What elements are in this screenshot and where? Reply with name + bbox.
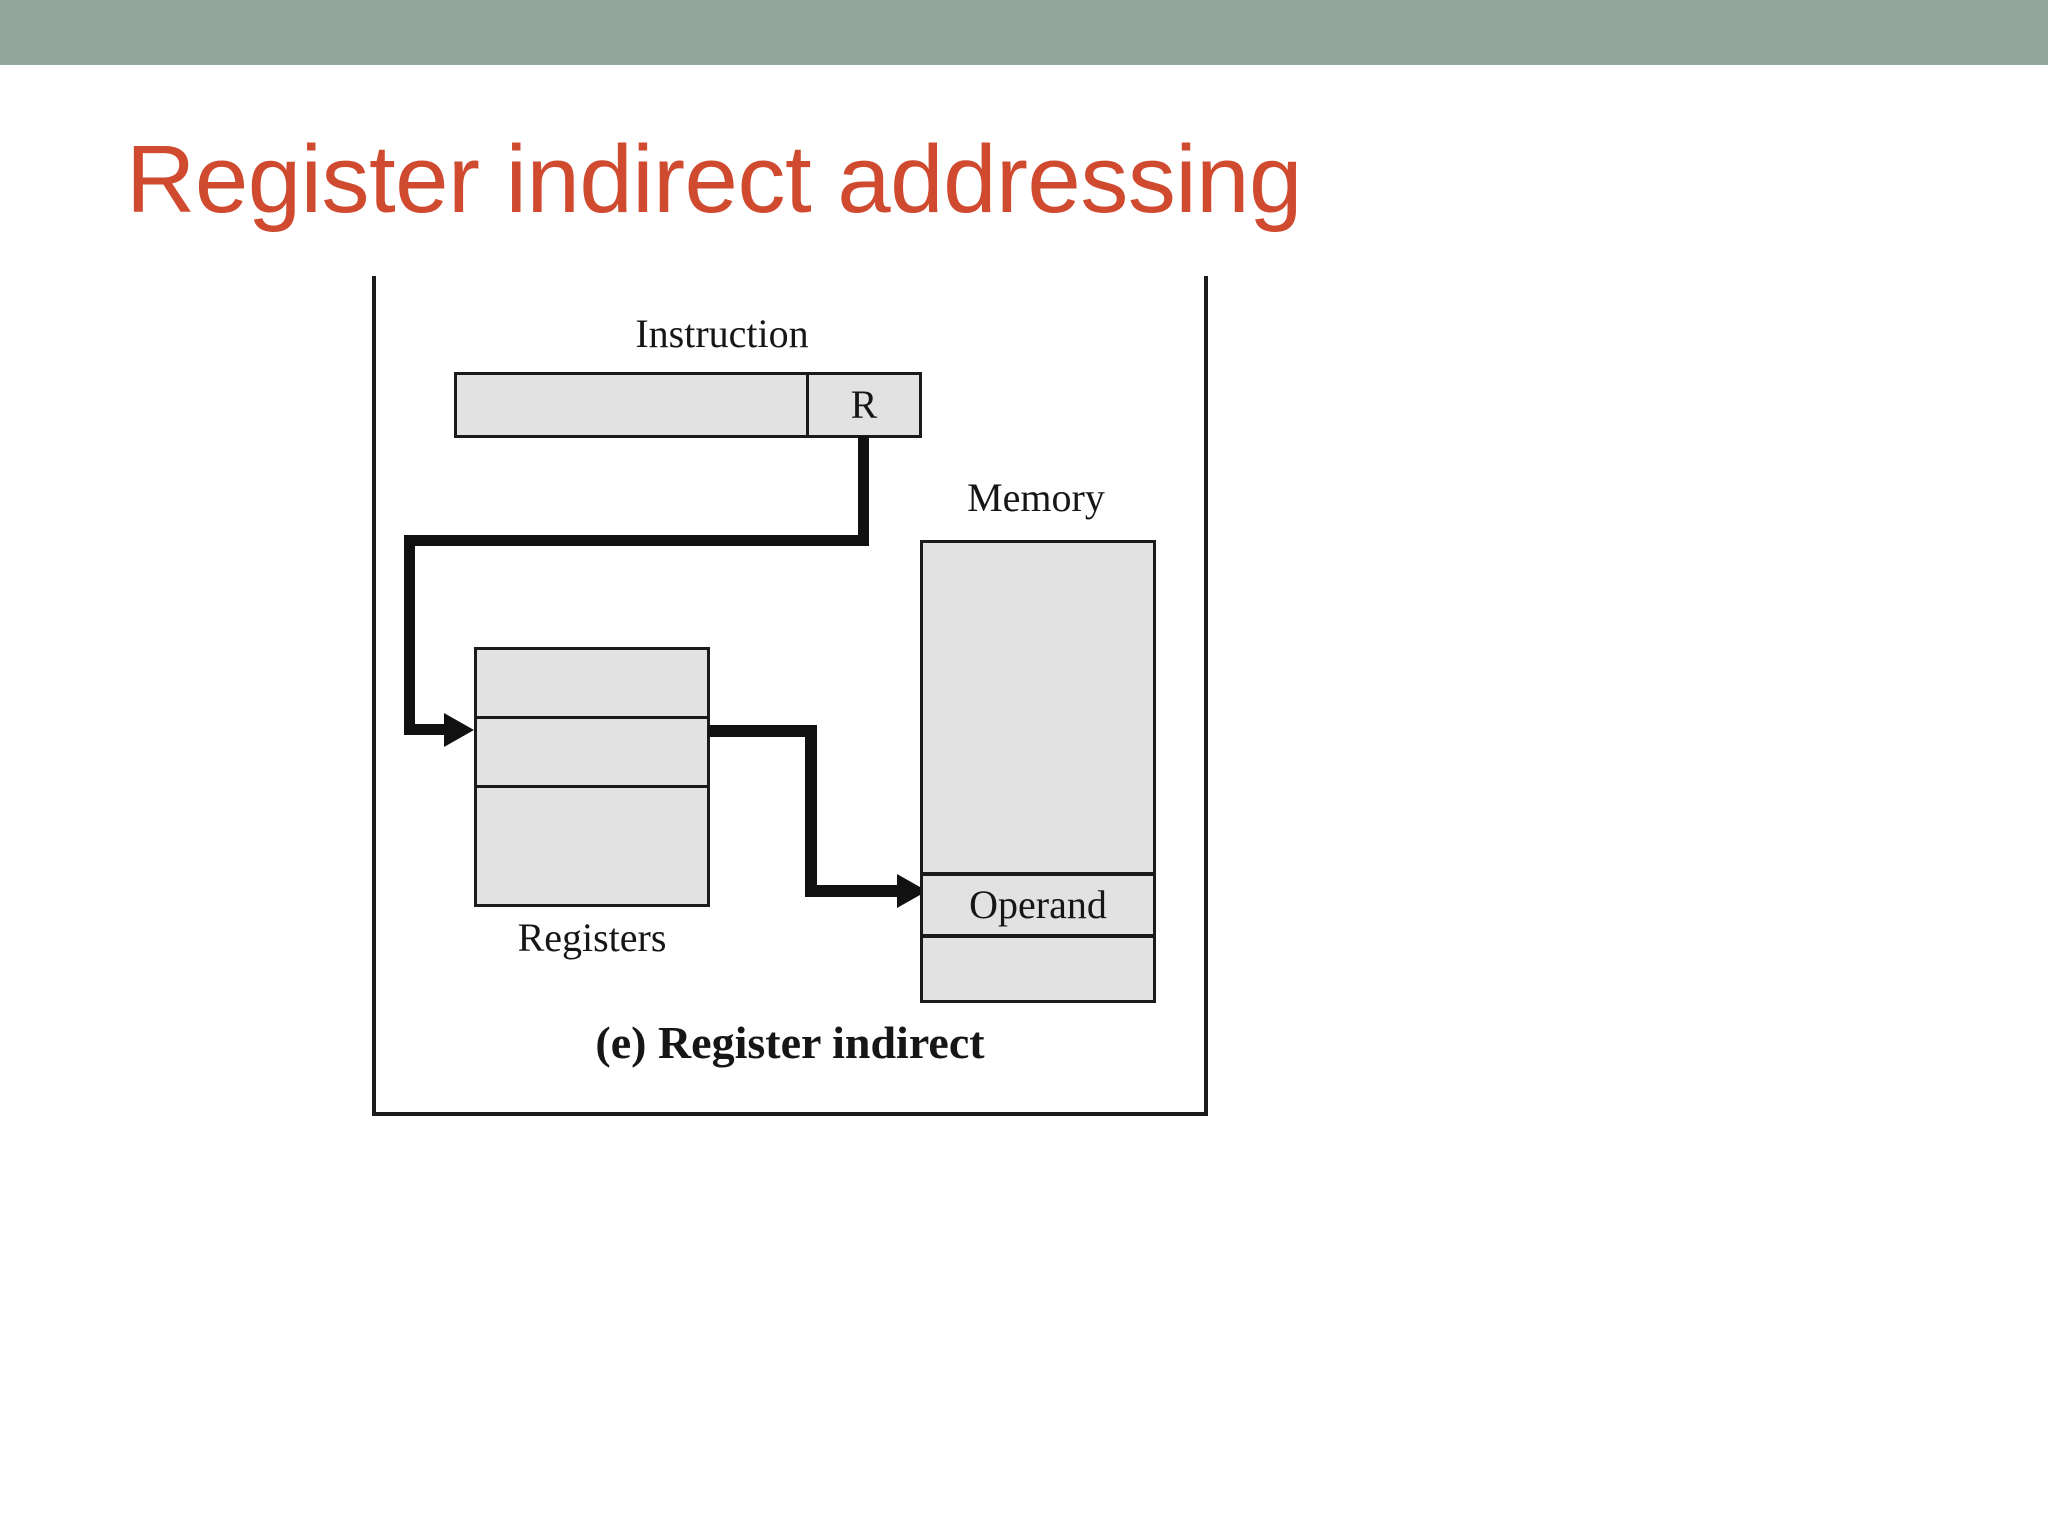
instruction-register-text: R — [850, 382, 878, 427]
register-row-top — [474, 647, 710, 719]
wire-bus-to-registers-horizontal — [404, 724, 452, 735]
register-row-bottom — [474, 785, 710, 907]
instruction-label: Instruction — [635, 311, 809, 356]
memory-operand-text: Operand — [969, 882, 1107, 927]
instruction-opcode-field — [454, 372, 809, 438]
arrowhead-into-registers — [444, 713, 474, 747]
memory-lower-block — [920, 935, 1156, 1003]
memory-operand-row: Operand — [920, 873, 1156, 937]
wire-registers-to-memory-horizontal-top — [708, 725, 817, 737]
memory-label: Memory — [967, 475, 1105, 520]
register-row-selected — [474, 716, 710, 788]
wire-bus-to-registers-vertical — [404, 535, 415, 735]
wire-r-to-bus-horizontal — [404, 535, 869, 546]
wire-registers-to-memory-horizontal-bottom — [805, 885, 907, 897]
figure-caption: (e) Register indirect — [595, 1017, 985, 1068]
slide-header-bar — [0, 0, 2048, 65]
wire-registers-to-memory-vertical — [805, 725, 817, 897]
wire-r-to-bus-vertical — [858, 436, 869, 546]
instruction-register-field: R — [806, 372, 922, 438]
registers-label: Registers — [517, 915, 667, 960]
memory-upper-block — [920, 540, 1156, 875]
figure-frame: Instruction R Registers — [372, 276, 1208, 1116]
page-title: Register indirect addressing — [126, 126, 1302, 233]
